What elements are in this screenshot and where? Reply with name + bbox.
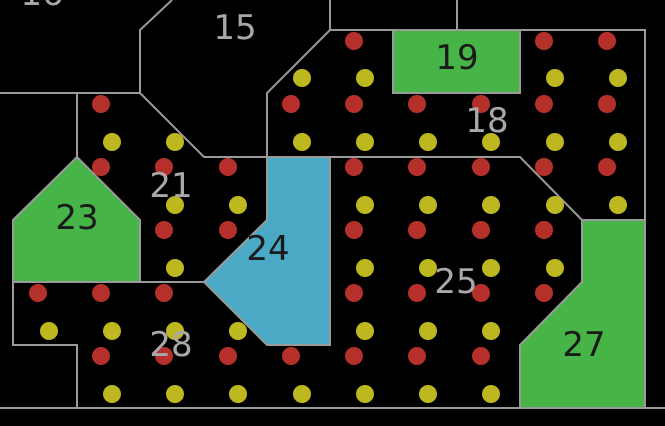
red-marker	[408, 284, 426, 302]
yellow-marker	[356, 385, 374, 403]
zone-label-25: 25	[434, 262, 477, 302]
yellow-marker	[103, 133, 121, 151]
yellow-marker	[482, 196, 500, 214]
yellow-marker	[419, 322, 437, 340]
yellow-marker	[482, 259, 500, 277]
red-marker	[29, 284, 47, 302]
yellow-marker	[229, 196, 247, 214]
yellow-marker	[356, 259, 374, 277]
yellow-marker	[419, 196, 437, 214]
yellow-marker	[482, 133, 500, 151]
zone-label-28: 28	[149, 325, 192, 365]
red-marker	[535, 221, 553, 239]
zone-label-21: 21	[149, 166, 192, 206]
red-marker	[472, 347, 490, 365]
yellow-marker	[419, 259, 437, 277]
red-marker	[535, 284, 553, 302]
red-marker	[598, 158, 616, 176]
yellow-marker	[293, 69, 311, 87]
red-marker	[472, 221, 490, 239]
yellow-marker	[166, 322, 184, 340]
red-marker	[92, 284, 110, 302]
zone-label-15: 15	[213, 8, 256, 48]
red-marker	[92, 158, 110, 176]
marker-layer	[29, 32, 627, 403]
yellow-marker	[546, 69, 564, 87]
red-marker	[408, 221, 426, 239]
yellow-marker	[293, 133, 311, 151]
red-marker	[345, 95, 363, 113]
red-marker	[282, 347, 300, 365]
zone-27-area[interactable]	[519, 219, 646, 409]
yellow-marker	[356, 133, 374, 151]
yellow-marker	[166, 196, 184, 214]
red-marker	[345, 284, 363, 302]
yellow-marker	[419, 385, 437, 403]
zone-label-16: 16	[20, 0, 63, 14]
red-marker	[472, 158, 490, 176]
region-borders	[0, 0, 665, 409]
yellow-marker	[609, 196, 627, 214]
red-marker	[345, 347, 363, 365]
red-marker	[535, 158, 553, 176]
red-marker	[92, 95, 110, 113]
red-marker	[408, 95, 426, 113]
yellow-marker	[609, 133, 627, 151]
red-marker	[155, 221, 173, 239]
zone-label-23: 23	[55, 198, 98, 238]
red-marker	[408, 158, 426, 176]
red-marker	[472, 284, 490, 302]
red-marker	[219, 347, 237, 365]
red-marker	[598, 32, 616, 50]
zone-label-27: 27	[562, 325, 605, 365]
yellow-marker	[103, 385, 121, 403]
red-marker	[219, 158, 237, 176]
red-marker	[282, 95, 300, 113]
yellow-marker	[609, 69, 627, 87]
yellow-marker	[356, 196, 374, 214]
red-marker	[155, 347, 173, 365]
yellow-marker	[356, 69, 374, 87]
red-marker	[345, 32, 363, 50]
yellow-marker	[546, 133, 564, 151]
zone-23-area[interactable]	[12, 155, 141, 283]
red-marker	[472, 95, 490, 113]
yellow-marker	[356, 322, 374, 340]
yellow-marker	[293, 385, 311, 403]
red-marker	[345, 221, 363, 239]
yellow-marker	[229, 385, 247, 403]
yellow-marker	[166, 259, 184, 277]
yellow-marker	[546, 259, 564, 277]
red-marker	[345, 158, 363, 176]
yellow-marker	[166, 385, 184, 403]
red-marker	[92, 347, 110, 365]
red-marker	[408, 347, 426, 365]
zone-label-18: 18	[465, 101, 508, 141]
red-marker	[155, 158, 173, 176]
zone-label-24: 24	[246, 229, 289, 269]
yellow-marker	[166, 133, 184, 151]
yellow-marker	[419, 133, 437, 151]
yellow-marker	[482, 322, 500, 340]
yellow-marker	[546, 196, 564, 214]
yellow-marker	[482, 385, 500, 403]
red-marker	[535, 95, 553, 113]
zone-label-19: 19	[435, 38, 478, 78]
red-marker	[535, 32, 553, 50]
yellow-marker	[103, 322, 121, 340]
yellow-marker	[229, 322, 247, 340]
yellow-marker	[40, 322, 58, 340]
red-marker	[598, 95, 616, 113]
red-marker	[219, 221, 237, 239]
red-marker	[155, 284, 173, 302]
